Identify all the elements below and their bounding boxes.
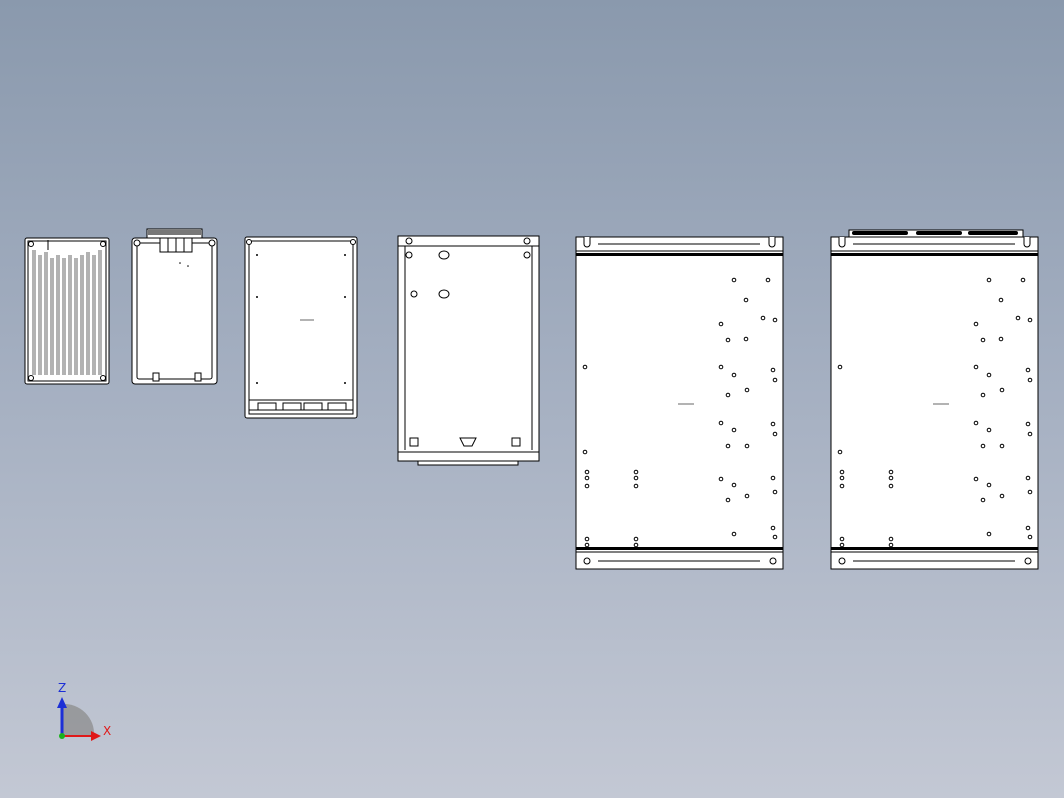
fan-housing <box>146 228 203 253</box>
x-axis-label: X <box>103 724 111 738</box>
triad-quadrant <box>62 703 95 736</box>
panel-holes <box>582 277 778 548</box>
heatsink-side-view[interactable] <box>24 237 110 385</box>
mounting-plate-view[interactable] <box>397 235 540 466</box>
top-fan-row <box>848 229 1024 239</box>
mounting-panel-view-2[interactable] <box>830 229 1039 570</box>
front-view[interactable] <box>244 236 358 419</box>
y-axis-dot <box>59 733 65 739</box>
fan-side-view[interactable] <box>131 228 218 385</box>
heatsink-fins <box>32 240 102 375</box>
mounting-panel-view-1[interactable] <box>575 236 784 570</box>
axis-triad: Z X <box>57 681 111 741</box>
z-axis-label: Z <box>58 681 66 695</box>
panel-holes <box>837 277 1033 548</box>
